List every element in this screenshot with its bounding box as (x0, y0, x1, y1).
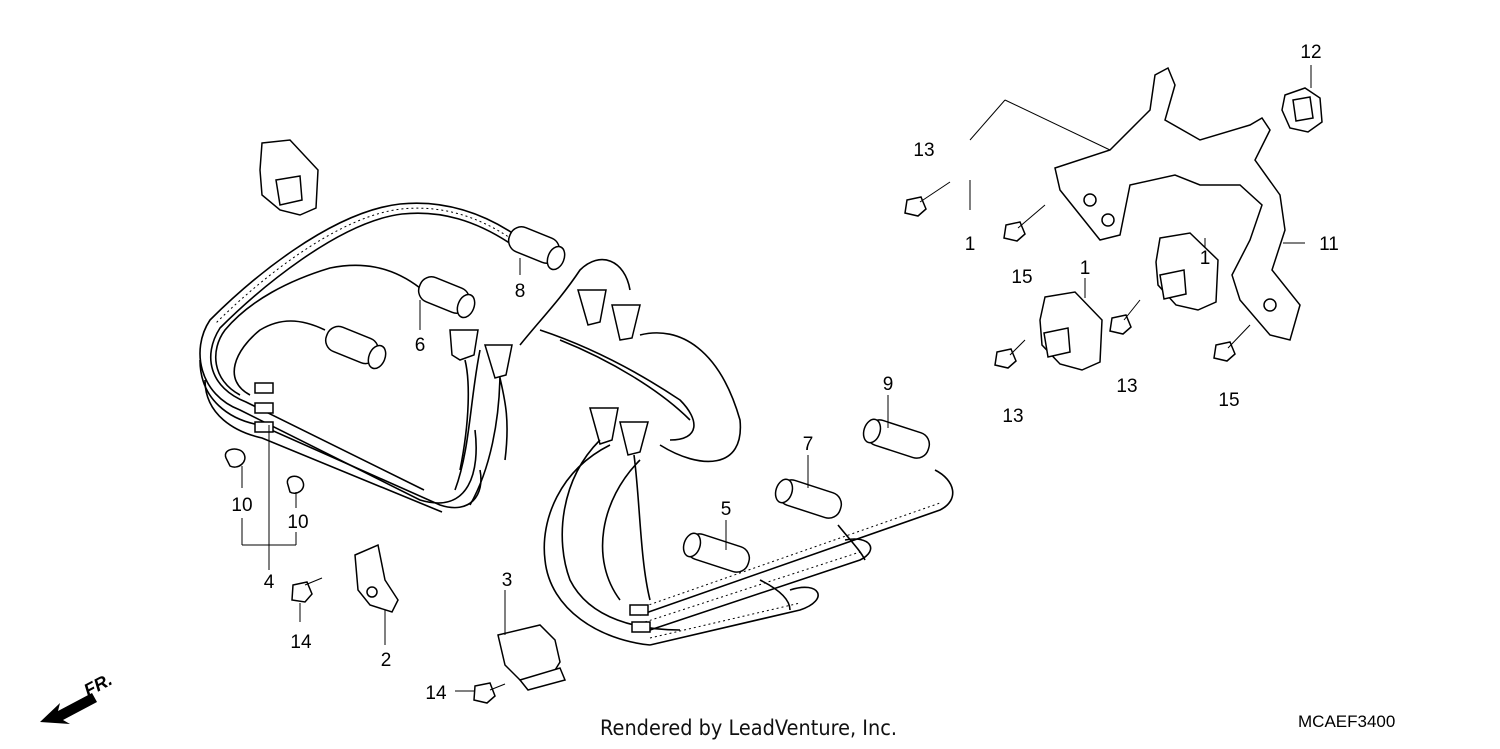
callout-4: 4 (264, 572, 275, 593)
ignition-coil-1-middle (1039, 291, 1103, 371)
callout-1-right: 1 (1200, 248, 1211, 269)
callout-6: 6 (415, 335, 426, 356)
front-marker-label: FR. (80, 669, 115, 700)
callout-1-top: 1 (965, 234, 976, 255)
bracket-3 (497, 624, 567, 691)
ignition-coil-1-right (1155, 232, 1219, 311)
coil-connectors-upper (449, 258, 742, 471)
callout-12: 12 (1300, 42, 1321, 63)
spark-plug-cap-6 (417, 276, 476, 319)
leader-lines (241, 65, 1312, 692)
callout-2: 2 (381, 650, 392, 671)
callout-10-right: 10 (287, 512, 308, 533)
left-wire-bundle (199, 202, 521, 513)
callout-15-right: 15 (1218, 390, 1239, 411)
callout-13-middle: 13 (1002, 406, 1023, 427)
spark-plug-cap-8 (507, 226, 566, 271)
spark-plug-cap-5 (682, 532, 751, 573)
front-direction-marker: FR. (40, 669, 115, 724)
callout-1-middle: 1 (1080, 258, 1091, 279)
front-arrow-icon (40, 693, 97, 724)
callout-8: 8 (515, 281, 526, 302)
clip-12 (1281, 87, 1323, 133)
callout-14-left: 14 (290, 632, 312, 653)
callout-13-top: 13 (913, 140, 934, 161)
bolt-14-bottom (473, 682, 506, 704)
bolt-13-top (904, 181, 951, 217)
callout-13-right: 13 (1116, 376, 1137, 397)
diagram-code: MCAEF3400 (1298, 712, 1396, 731)
callout-labels: 1 1 1 2 3 4 5 6 7 8 9 10 10 11 12 13 13 … (231, 42, 1338, 704)
coil-bracket-11 (1054, 66, 1301, 341)
ignition-coil-1-top (259, 139, 319, 216)
clip-10-upper (224, 448, 246, 468)
spark-plug-cap-7 (774, 478, 843, 519)
callout-3: 3 (502, 570, 513, 591)
spark-plug-cap-9 (862, 418, 931, 459)
bolt-13-middle (994, 339, 1026, 369)
callout-14-bottom: 14 (425, 683, 447, 704)
right-wire-bundle (629, 469, 954, 646)
bolt-13-right (1109, 299, 1141, 335)
callout-9: 9 (883, 374, 894, 395)
callout-11: 11 (1319, 234, 1339, 255)
spark-plug-cap-left (324, 325, 387, 370)
footer-credit: Rendered by LeadVenture, Inc. (600, 716, 897, 740)
bolt-15-left (1003, 204, 1046, 242)
callout-15-left: 15 (1011, 267, 1032, 288)
clip-10-lower (286, 475, 305, 494)
callout-10-left: 10 (231, 495, 252, 516)
coil-connectors-lower (543, 407, 681, 646)
bolt-14-left (291, 577, 323, 603)
bolt-15-right (1213, 324, 1251, 362)
bracket-2 (354, 543, 399, 613)
callout-5: 5 (721, 499, 732, 520)
callout-7: 7 (803, 434, 814, 455)
